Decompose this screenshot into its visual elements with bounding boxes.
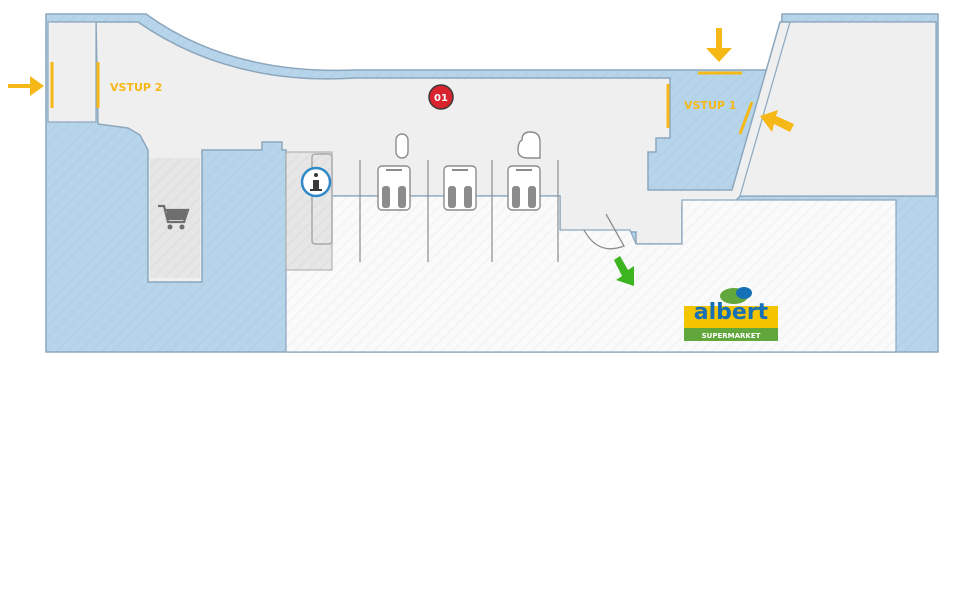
atm-icon[interactable] [507, 165, 541, 211]
entrance-label-vstup-1: VSTUP 1 [684, 99, 736, 112]
entrance-arrow-icon [760, 110, 794, 132]
atm-icon[interactable] [443, 165, 477, 211]
kiosk-icon [395, 133, 409, 159]
vestibule-left [47, 21, 97, 123]
albert-logo[interactable]: albert SUPERMARKET [684, 287, 778, 341]
area-marker[interactable]: 01 [428, 84, 454, 110]
area-marker-label: 01 [434, 93, 448, 104]
building-block-right [739, 21, 937, 197]
corridor-floor [52, 21, 937, 283]
entrance-arrow-icon [706, 28, 732, 62]
shopping-cart-icon[interactable] [158, 204, 190, 230]
albert-brand-name: albert [694, 300, 769, 325]
entrance-label-vstup-2: VSTUP 2 [110, 81, 162, 94]
entrance-door [738, 101, 754, 135]
exit-arrow-icon [614, 256, 634, 286]
atm-icon[interactable] [377, 165, 411, 211]
escalator-icon [311, 153, 333, 245]
kiosk-icon [517, 131, 541, 159]
albert-brand-subtitle: SUPERMARKET [702, 332, 761, 340]
entrance-arrow-icon [8, 76, 44, 96]
info-icon[interactable] [300, 166, 332, 198]
door-swing [583, 213, 625, 250]
